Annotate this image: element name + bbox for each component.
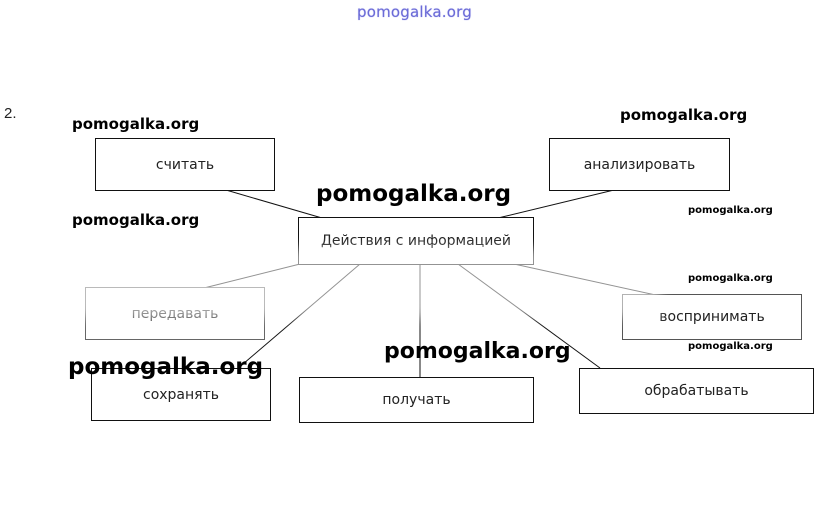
edge-schitat [225, 189, 323, 219]
watermark-7: pomogalka.org [688, 341, 773, 352]
watermark-8: pomogalka.org [384, 339, 571, 364]
node-obrabatyvat: обрабатывать [579, 368, 814, 414]
node-obrabatyvat-label: обрабатывать [644, 383, 749, 399]
node-poluchat-label: получать [382, 392, 451, 408]
node-poluchat: получать [299, 377, 534, 423]
watermark-6: pomogalka.org [688, 273, 773, 284]
node-schitat: считать [95, 138, 275, 191]
watermark-2: pomogalka.org [620, 106, 748, 124]
node-analizirovat: анализировать [549, 138, 730, 191]
edge-analizirovat [497, 189, 615, 219]
top-watermark: pomogalka.org [357, 3, 472, 21]
watermark-1: pomogalka.org [72, 115, 200, 133]
watermark-haze-band [70, 248, 660, 318]
node-center-label: Действия с информацией [320, 233, 512, 249]
watermark-5: pomogalka.org [688, 205, 773, 216]
watermark-4: pomogalka.org [316, 181, 512, 207]
node-vosprinimat-label: воспринимать [659, 309, 765, 325]
node-analizirovat-label: анализировать [583, 156, 696, 173]
item-number: 2. [4, 105, 17, 122]
node-schitat-label: считать [155, 156, 215, 173]
node-sokhranyat: сохранять [91, 368, 271, 421]
watermark-9: pomogalka.org [68, 354, 264, 380]
watermark-3: pomogalka.org [72, 211, 200, 229]
node-sokhranyat-label: сохранять [143, 386, 219, 403]
